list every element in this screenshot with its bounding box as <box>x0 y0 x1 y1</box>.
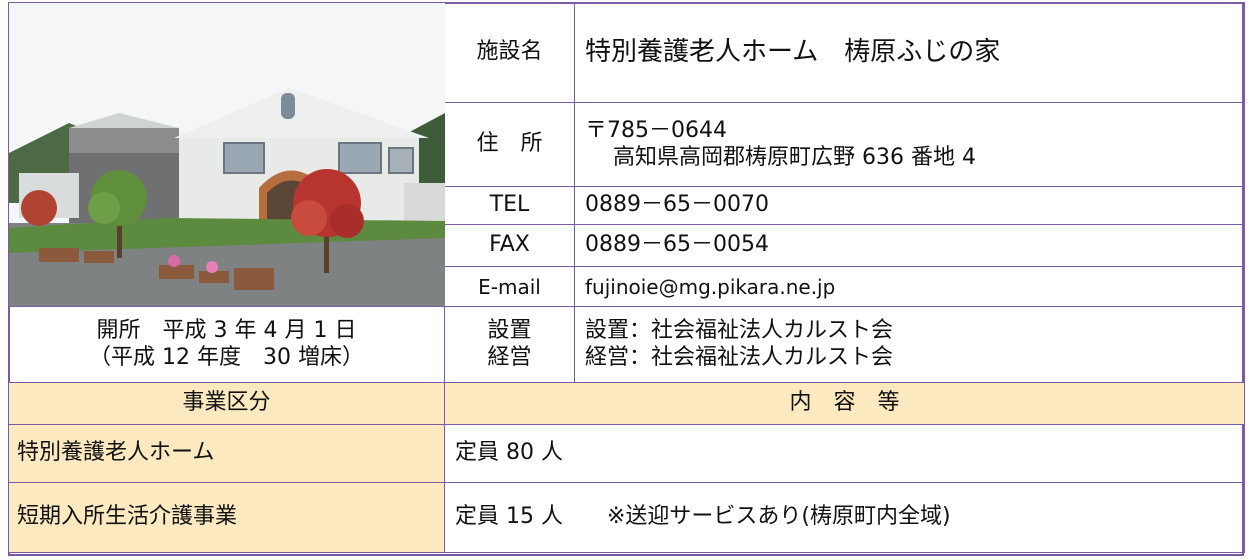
service-name: 特別養護老人ホーム <box>8 424 445 483</box>
address-postal: 〒785－0644 <box>585 118 727 144</box>
setup-operate-label: 設置 経営 <box>444 306 575 383</box>
operate-label: 経営 <box>487 344 532 370</box>
tel-value: 0889－65－0070 <box>574 186 1245 225</box>
fax-value: 0889－65－0054 <box>574 224 1245 267</box>
opening-date: 開所 平成 3 年 4 月 1 日 <box>96 318 357 344</box>
service-content: 定員 80 人 <box>444 424 1245 483</box>
operate-value: 経営：社会福祉法人カルスト会 <box>585 344 894 370</box>
setup-operate-value: 設置：社会福祉法人カルスト会 経営：社会福祉法人カルスト会 <box>574 306 1245 383</box>
facility-table: 施設名 特別養護老人ホーム 梼原ふじの家 住 所 〒785－0644 高知県高岡… <box>8 2 1245 553</box>
header-category: 事業区分 <box>8 382 445 425</box>
fax-label: FAX <box>444 224 575 267</box>
opening-info: 開所 平成 3 年 4 月 1 日 （平成 12 年度 30 増床） <box>8 306 445 383</box>
facility-photo <box>9 3 445 306</box>
address-label: 住 所 <box>444 102 575 187</box>
service-name: 短期入所生活介護事業 <box>8 482 445 553</box>
facility-name-label: 施設名 <box>444 2 575 103</box>
address-line: 高知県高岡郡梼原町広野 636 番地 4 <box>613 144 976 170</box>
setup-label: 設置 <box>487 318 532 344</box>
email-value: fujinoie@mg.pikara.ne.jp <box>574 266 1245 307</box>
email-label: E-mail <box>444 266 575 307</box>
header-content: 内 容 等 <box>444 382 1245 425</box>
facility-name-value: 特別養護老人ホーム 梼原ふじの家 <box>574 2 1245 103</box>
tel-label: TEL <box>444 186 575 225</box>
opening-expansion: （平成 12 年度 30 増床） <box>89 344 364 370</box>
service-content: 定員 15 人 ※送迎サービスあり(梼原町内全域) <box>444 482 1245 553</box>
address-value: 〒785－0644 高知県高岡郡梼原町広野 636 番地 4 <box>574 102 1245 187</box>
setup-value: 設置：社会福祉法人カルスト会 <box>585 318 894 344</box>
facility-photo-cell <box>8 2 445 307</box>
table-row: 特別養護老人ホーム 定員 80 人 <box>8 424 1245 483</box>
table-row: 短期入所生活介護事業 定員 15 人 ※送迎サービスあり(梼原町内全域) <box>8 482 1245 553</box>
